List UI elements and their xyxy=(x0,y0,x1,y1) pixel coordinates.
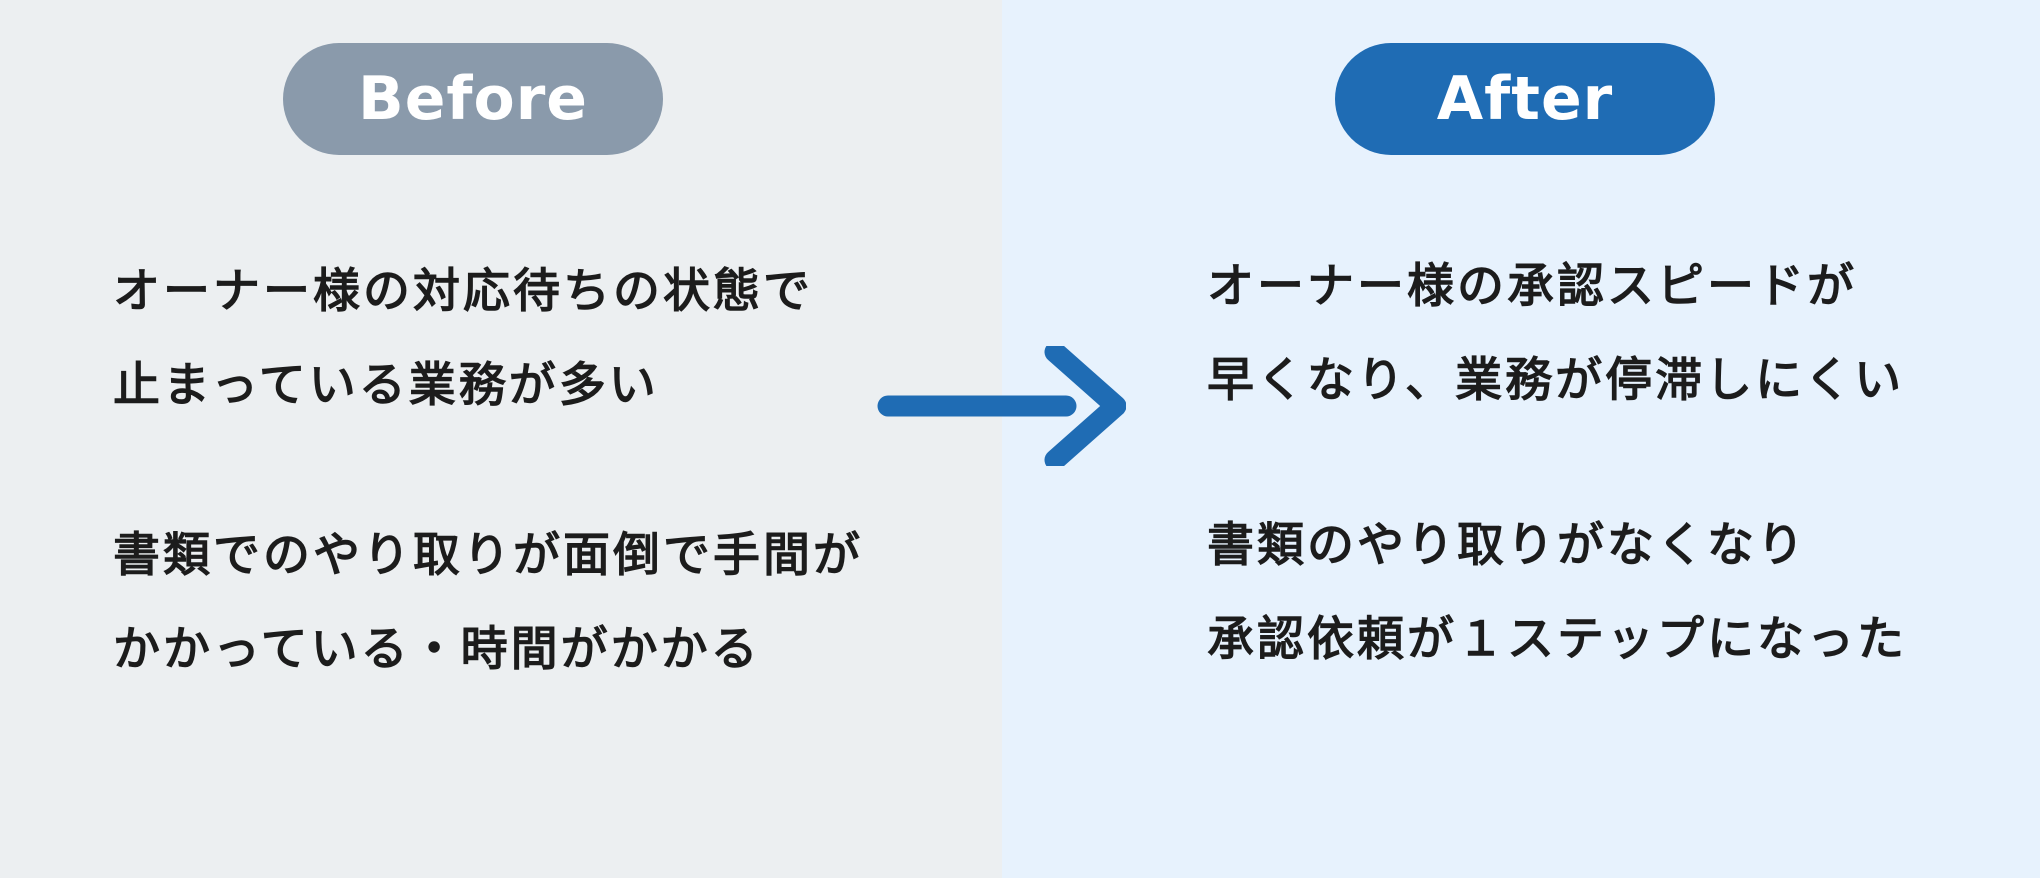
after-point-1-line-2: 早くなり、業務が停滞しにくい xyxy=(1207,353,1905,408)
after-point-2-line-2: 承認依頼が１ステップになった xyxy=(1207,612,1907,667)
after-point-1: オーナー様の承認スピードが 早くなり、業務が停滞しにくい xyxy=(1207,240,1904,428)
after-point-1-line-1: オーナー様の承認スピードが xyxy=(1207,259,1857,314)
before-badge-label: Before xyxy=(357,64,589,134)
before-to-after-arrow-icon xyxy=(876,346,1126,466)
before-badge: Before xyxy=(283,43,663,155)
after-badge: After xyxy=(1335,43,1715,155)
before-point-1: オーナー様の対応待ちの状態で 止まっている業務が多い xyxy=(113,245,813,433)
before-point-1-line-1: オーナー様の対応待ちの状態で xyxy=(113,264,813,319)
before-point-1-line-2: 止まっている業務が多い xyxy=(113,358,659,413)
after-point-2: 書類のやり取りがなくなり 承認依頼が１ステップになった xyxy=(1207,499,1907,687)
after-panel: After オーナー様の承認スピードが 早くなり、業務が停滞しにくい 書類のやり… xyxy=(1002,0,2040,878)
after-point-2-line-1: 書類のやり取りがなくなり xyxy=(1207,518,1807,573)
after-badge-label: After xyxy=(1436,64,1614,134)
before-point-2: 書類でのやり取りが面倒で手間が かかっている・時間がかかる xyxy=(113,509,863,697)
before-panel: Before オーナー様の対応待ちの状態で 止まっている業務が多い 書類でのやり… xyxy=(0,0,1002,878)
before-point-2-line-2: かかっている・時間がかかる xyxy=(113,622,761,677)
before-point-2-line-1: 書類でのやり取りが面倒で手間が xyxy=(113,528,863,583)
